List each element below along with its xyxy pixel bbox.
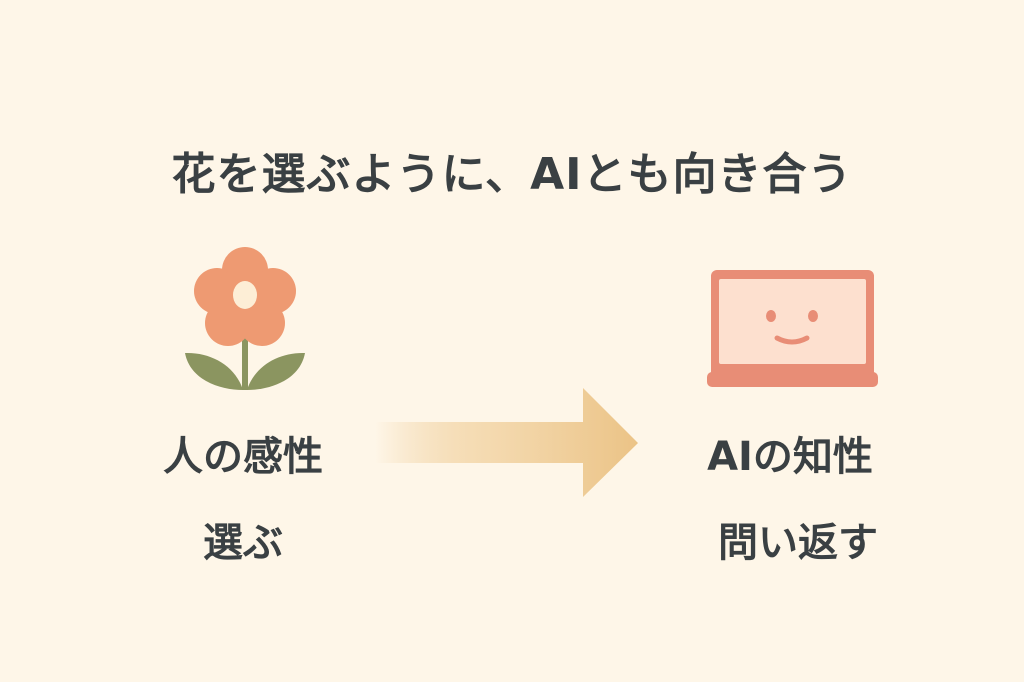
ai-intelligence-label: AIの知性: [707, 434, 873, 480]
choose-label: 選ぶ: [203, 520, 283, 566]
arrow-icon: [375, 388, 638, 497]
human-sensibility-label: 人の感性: [163, 434, 323, 480]
smiling-laptop-icon: [707, 270, 878, 387]
flower-icon: [185, 247, 305, 390]
ask-back-label: 問い返す: [718, 520, 878, 566]
page-title: 花を選ぶように、AIとも向き合う: [171, 149, 853, 200]
